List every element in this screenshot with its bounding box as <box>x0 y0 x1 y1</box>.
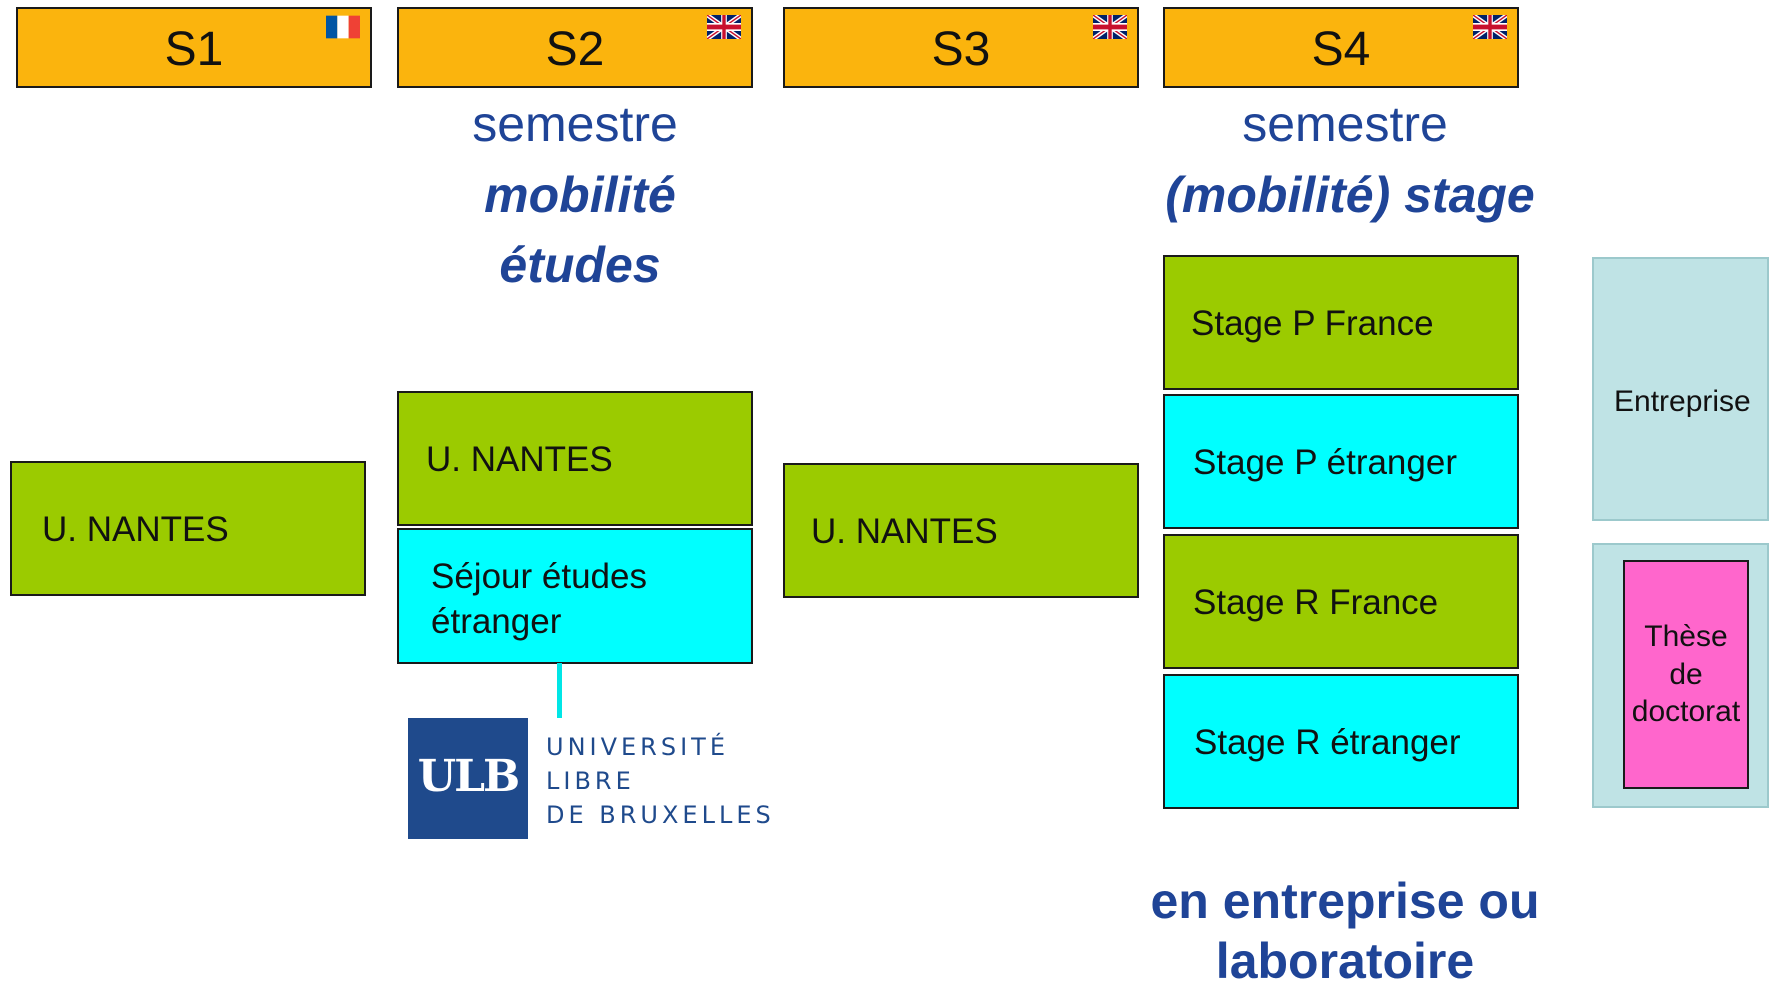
semester-header-s4: S4 <box>1163 7 1519 88</box>
these-doctorat-box: Thèse de doctorat <box>1623 560 1749 789</box>
semester-header-s2: S2 <box>397 7 753 88</box>
these-label: Thèse de doctorat <box>1631 620 1741 729</box>
uk-flag-icon <box>1473 15 1507 39</box>
box-label: Stage P France <box>1191 304 1434 343</box>
france-flag-icon <box>326 15 360 39</box>
s2-caption-mobilite: mobilité <box>484 167 676 223</box>
box-label: U. NANTES <box>42 510 229 549</box>
s2-sejour-etranger-box: Séjour études étranger <box>397 528 753 664</box>
box-label: Stage P étranger <box>1193 443 1457 482</box>
ulb-logo-mark: ULB <box>408 718 528 839</box>
s2-caption-semestre: semestre <box>472 96 678 152</box>
connector-line <box>557 663 562 718</box>
uk-flag-icon <box>1093 15 1127 39</box>
ulb-mark-text: ULB <box>417 751 521 802</box>
semester-header-s3: S3 <box>783 7 1139 88</box>
box-label: U. NANTES <box>426 440 613 479</box>
s4-stage-p-etranger-box: Stage P étranger <box>1163 394 1519 529</box>
s1-nantes-box: U. NANTES <box>10 461 366 596</box>
s4-caption-semestre: semestre <box>1242 96 1448 152</box>
bottom-caption-line1: en entreprise ou <box>1150 873 1540 929</box>
box-label-line1: Séjour études <box>431 557 647 596</box>
box-label: U. NANTES <box>811 512 998 551</box>
s4-stage-r-france-box: Stage R France <box>1163 534 1519 669</box>
semester-header-s1: S1 <box>16 7 372 88</box>
box-label: Stage R France <box>1193 583 1439 622</box>
ulb-line-universite: UNIVERSITÉ <box>546 733 729 761</box>
s3-nantes-box: U. NANTES <box>783 463 1139 598</box>
box-label: Stage R étranger <box>1194 723 1461 762</box>
box-label-line2: étranger <box>431 602 562 641</box>
ulb-line-libre: LIBRE <box>546 767 635 795</box>
bottom-caption-line2: laboratoire <box>1215 933 1475 989</box>
semester-label: S1 <box>164 23 224 76</box>
uk-flag-icon <box>707 15 741 39</box>
s4-stage-r-etranger-box: Stage R étranger <box>1163 674 1519 809</box>
s4-caption-mobilite-stage: (mobilité) stage <box>1165 167 1535 223</box>
s2-nantes-box: U. NANTES <box>397 391 753 526</box>
s2-caption-etudes: études <box>499 237 661 293</box>
semester-label: S3 <box>931 23 991 76</box>
s4-stage-p-france-box: Stage P France <box>1163 255 1519 390</box>
entreprise-label: Entreprise <box>1614 385 1751 418</box>
ulb-line-bruxelles: DE BRUXELLES <box>546 801 775 829</box>
semester-label: S4 <box>1311 23 1371 76</box>
entreprise-box: Entreprise <box>1592 257 1769 521</box>
semester-label: S2 <box>545 23 605 76</box>
